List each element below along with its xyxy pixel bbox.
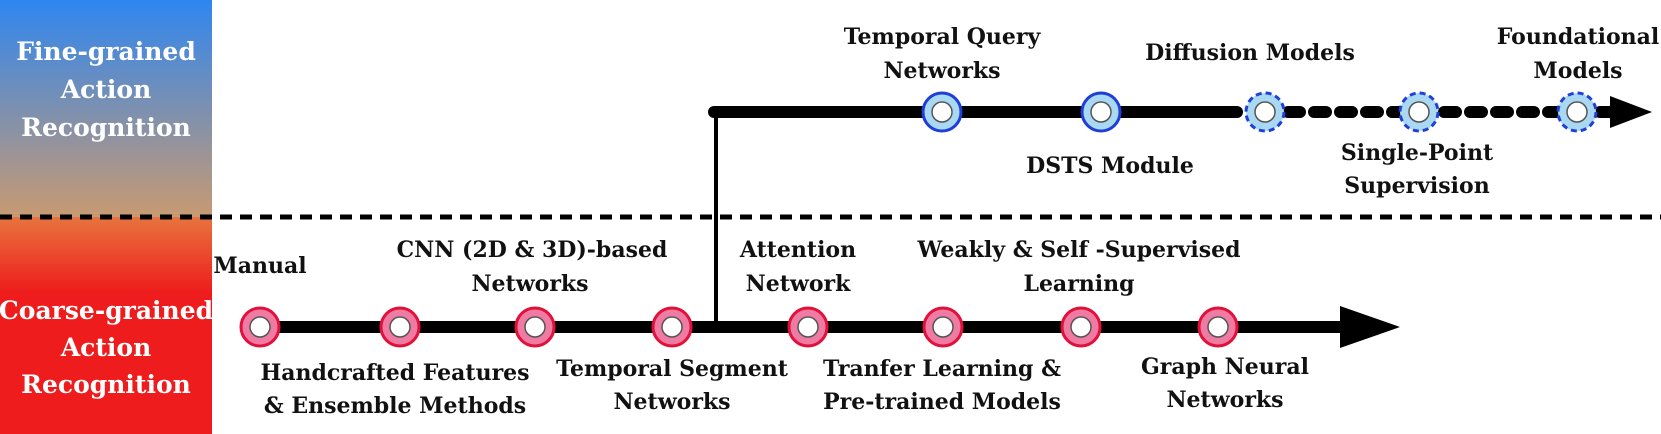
fine-node-center (931, 101, 953, 123)
node-label-tsn-line-1: Temporal Segment (556, 356, 789, 382)
node-label-single-point-line-2: Supervision (1344, 173, 1489, 199)
coarse-node (239, 306, 281, 348)
node-label-tqn-line-2: Networks (883, 58, 1000, 84)
node-label-transfer-line-1: Tranfer Learning & (823, 356, 1061, 382)
fine-node-center (1090, 101, 1112, 123)
coarse-band-label-line-2: Action (60, 333, 152, 362)
coarse-node (379, 306, 421, 348)
node-label-foundational-line-2: Models (1533, 58, 1622, 84)
coarse-node-center (1070, 316, 1092, 338)
coarse-timeline-arrowhead (1340, 306, 1400, 348)
coarse-node-center (661, 316, 683, 338)
coarse-node-center (1207, 316, 1229, 338)
node-label-cnn-line-1: CNN (2D & 3D)-based (397, 237, 668, 263)
fine-node (921, 91, 963, 133)
coarse-node-center (249, 316, 271, 338)
node-label-attention-line-1: Attention (739, 237, 856, 263)
node-label-weakly-line-2: Learning (1023, 271, 1134, 297)
fine-band-label-line-2: Action (60, 75, 152, 104)
coarse-node (651, 306, 693, 348)
coarse-node-center (932, 316, 954, 338)
node-label-weakly-line-1: Weakly & Self -Supervised (917, 237, 1241, 263)
node-label-transfer-line-2: Pre-trained Models (823, 389, 1061, 415)
fine-node-center (1566, 101, 1588, 123)
node-label-tqn-line-1: Temporal Query (844, 24, 1042, 50)
node-label-handcrafted-line-2: & Ensemble Methods (264, 393, 526, 419)
fine-grained-band (0, 0, 212, 217)
coarse-band-label-line-3: Recognition (21, 370, 191, 399)
fine-node-center (1254, 101, 1276, 123)
node-label-manual: Manual (213, 253, 306, 279)
node-label-attention-line-2: Network (746, 271, 851, 297)
fine-node (1398, 91, 1440, 133)
node-label-cnn-line-2: Networks (471, 271, 588, 297)
node-label-diffusion: Diffusion Models (1145, 40, 1355, 66)
node-label-gnn-line-2: Networks (1166, 387, 1283, 413)
coarse-node (922, 306, 964, 348)
coarse-band-label-line-1: Coarse-grained (0, 296, 213, 325)
coarse-node (787, 306, 829, 348)
fine-node (1556, 91, 1598, 133)
coarse-node (514, 306, 556, 348)
node-label-dsts: DSTS Module (1026, 153, 1194, 179)
coarse-node-center (389, 316, 411, 338)
fine-band-label-line-3: Recognition (21, 113, 191, 142)
fine-node (1244, 91, 1286, 133)
fine-timeline-arrowhead (1610, 96, 1652, 128)
node-label-handcrafted-line-1: Handcrafted Features (260, 360, 529, 386)
node-label-tsn-line-2: Networks (613, 389, 730, 415)
coarse-node-center (524, 316, 546, 338)
fine-node (1080, 91, 1122, 133)
coarse-node (1060, 306, 1102, 348)
coarse-grained-band (0, 217, 212, 434)
coarse-node-center (797, 316, 819, 338)
node-label-single-point-line-1: Single-Point (1341, 140, 1494, 166)
node-label-gnn-line-1: Graph Neural (1141, 354, 1309, 380)
fine-node-center (1408, 101, 1430, 123)
fine-band-label-line-1: Fine-grained (16, 37, 196, 66)
node-label-foundational-line-1: Foundational (1497, 24, 1660, 50)
coarse-node (1197, 306, 1239, 348)
